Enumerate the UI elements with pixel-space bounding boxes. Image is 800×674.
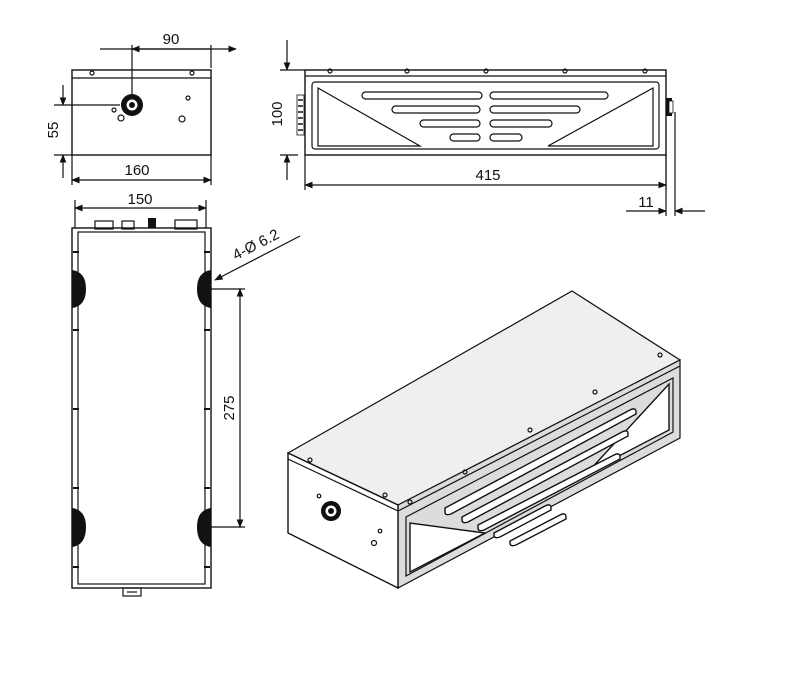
dim-front-height: 55	[45, 85, 120, 178]
dim-label-275: 275	[221, 395, 238, 420]
side-connector-icon	[666, 98, 674, 116]
dim-label-55: 55	[45, 122, 62, 139]
dim-mounting-holes: 4-Ø 6.2	[214, 226, 301, 281]
top-view	[71, 218, 212, 597]
dim-label-415: 415	[475, 167, 500, 184]
dim-label-160: 160	[124, 162, 149, 179]
dim-label-100: 100	[269, 101, 286, 126]
side-view	[296, 68, 674, 156]
front-view	[71, 69, 212, 156]
dim-label-11: 11	[638, 194, 654, 211]
dim-side-height: 100	[269, 40, 305, 180]
dim-connector-protrusion: 11	[626, 112, 705, 216]
dim-label-150: 150	[127, 191, 152, 208]
isometric-view	[286, 290, 682, 590]
dim-connector-offset: 90	[100, 31, 237, 95]
dim-hole-spacing: 275	[211, 288, 245, 528]
label-plate-icon	[296, 94, 305, 136]
dim-top-width: 150	[74, 191, 207, 228]
mounting-hole-icon	[72, 270, 211, 547]
vent-slots	[444, 408, 637, 547]
dim-side-length: 415	[304, 155, 667, 190]
iso-connector-icon	[321, 501, 341, 521]
dim-front-width: 160	[71, 155, 212, 185]
connector-icon	[121, 94, 143, 116]
dim-label-90: 90	[163, 31, 180, 48]
